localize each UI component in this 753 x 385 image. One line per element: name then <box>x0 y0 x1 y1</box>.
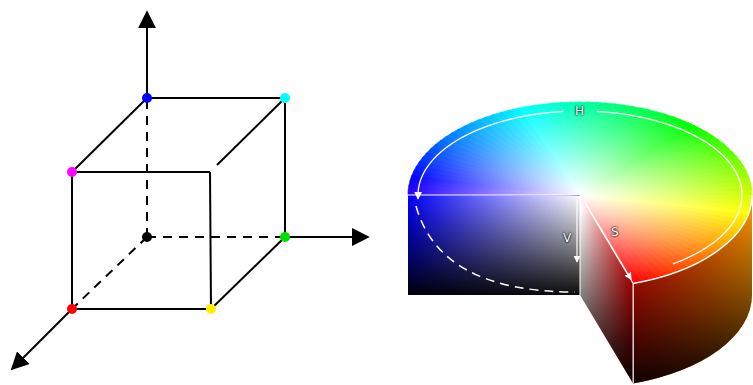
cut-face-left-shade <box>408 195 580 295</box>
corner-dots <box>67 93 290 314</box>
hue-ring <box>597 111 742 263</box>
hue-label: H <box>575 104 584 118</box>
hsv-cylinder <box>408 102 752 383</box>
cut-face-left <box>408 195 580 295</box>
value-arrow <box>576 198 577 262</box>
rgb-cube <box>12 12 368 369</box>
cut-edges <box>408 195 633 383</box>
value-label: V <box>563 231 571 245</box>
hue-ring-arrow <box>418 111 563 199</box>
hidden-edge <box>416 206 575 292</box>
saturation-label: S <box>611 225 619 239</box>
rim <box>633 195 752 283</box>
cut-edge-axis <box>580 195 581 295</box>
saturation-arrow <box>582 197 631 279</box>
